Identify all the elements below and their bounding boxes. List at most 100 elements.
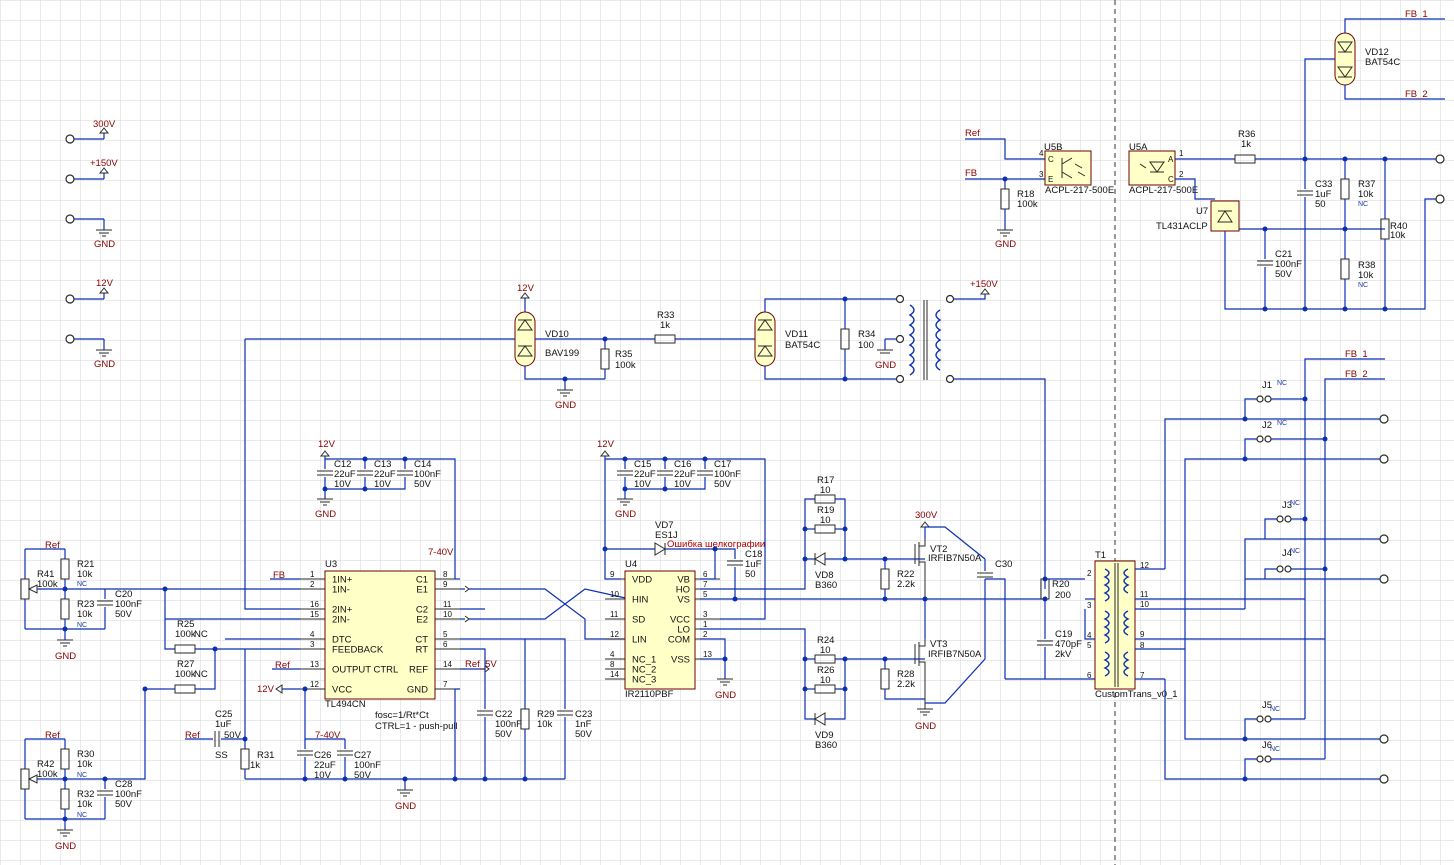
gnd-r41: GND	[55, 651, 76, 662]
c12-val: 22uF	[334, 469, 356, 480]
port-300v: 300V	[65, 119, 116, 144]
net-12v-u4: 12V	[597, 439, 615, 450]
vd8-part: B360	[815, 580, 837, 591]
vd10-part: BAV199	[545, 348, 579, 359]
r42-ref: R42	[37, 759, 54, 770]
label-12v: 12V	[96, 278, 114, 289]
t1-secondary-coils	[1123, 568, 1130, 677]
jumper-j4[interactable]: J4 NC	[1264, 548, 1325, 579]
jumper-j5[interactable]: J5 NC	[1244, 700, 1305, 739]
c18-val: 1uF	[745, 559, 762, 570]
u4-pin-name-hin: HIN	[632, 595, 649, 606]
net-fb2-top: FB_2	[1405, 89, 1428, 100]
u5b-pin4: 4	[1039, 149, 1044, 158]
t1-primary-coils	[1103, 568, 1110, 677]
u3-pin-num-13: 13	[310, 660, 319, 669]
c23-val: 1nF	[575, 719, 592, 730]
jumper-j1[interactable]: J1 NC	[1244, 380, 1305, 419]
r18-ref: R18	[1017, 189, 1034, 200]
u5b-ref: U5B	[1044, 142, 1062, 153]
r41-val: 100k	[37, 579, 58, 590]
r26-ref: R26	[817, 665, 834, 676]
u3-pin-name-rt: RT	[416, 645, 429, 656]
c26-v: 10V	[314, 770, 332, 781]
r23-ref: R23	[77, 599, 94, 610]
tl431-icon	[1217, 210, 1233, 223]
net-12v-u3: 12V	[318, 439, 336, 450]
u4-pin-name-nc-3: NC_3	[632, 675, 656, 686]
t1-pin11: 11	[1140, 590, 1149, 599]
u3-pin-name-e1: E1	[416, 585, 428, 596]
jumper-j2[interactable]: J2 NC	[1244, 420, 1325, 459]
jumper-j3[interactable]: J3 NC	[1264, 500, 1305, 539]
r30-val: 10k	[77, 759, 93, 770]
u3-pin-num-5: 5	[443, 630, 448, 639]
u4-pin-name-vdd: VDD	[632, 575, 652, 586]
gate-drive-low: R24 10 R26 10 VD9 B360 R28 2.2k	[802, 635, 925, 751]
label-150v: +150V	[90, 158, 118, 169]
vt3-part: IRFIB7N50A	[928, 649, 982, 660]
port-out-1	[1435, 154, 1445, 164]
c12-ref: C12	[334, 459, 351, 470]
net-12v-u3-vcc: 12V	[257, 684, 275, 695]
net-150v-transformer: +150V	[970, 279, 998, 290]
jumper-j6[interactable]: J6 NC	[1244, 740, 1325, 779]
r31-val: 1k	[250, 760, 260, 771]
u3-pin-num-15: 15	[310, 610, 319, 619]
u5a-pin1: 1	[1179, 149, 1184, 158]
u3-top-caps: 12V GND C12 22uF 10V C13 22uF 10V C14 10…	[315, 439, 456, 579]
r40-ref: R40	[1390, 221, 1407, 232]
j2-ref: J2	[1262, 420, 1272, 431]
r24-val: 10	[820, 645, 831, 656]
r25-nc: NC	[194, 629, 208, 640]
j5-nc: NC	[1270, 706, 1280, 713]
r18-val: 100k	[1017, 199, 1038, 210]
u4-body	[624, 570, 696, 690]
u4-pin-num-2: 2	[703, 630, 708, 639]
gnd-u4: GND	[715, 690, 736, 701]
u4-pin-name-vs: VS	[677, 595, 690, 606]
c23-ref: C23	[575, 709, 592, 720]
u5a-part: ACPL-217-500E	[1129, 185, 1198, 196]
u4-pin-num-7: 7	[703, 580, 708, 589]
u5a-ref: U5A	[1129, 142, 1148, 153]
t1-pin8: 8	[1140, 641, 1145, 650]
t1-pin2: 2	[1087, 569, 1092, 578]
c30-ref: C30	[995, 559, 1012, 570]
vd10-ref: VD10	[545, 329, 569, 340]
c13-val: 22uF	[374, 469, 396, 480]
r42-divider: Ref R42 100k R30 10k NC R32 10k NC C28 1…	[20, 686, 148, 852]
u5b-c: C	[1048, 155, 1054, 164]
u5b-part: ACPL-217-500E	[1045, 185, 1114, 196]
c28-ref: C28	[115, 779, 132, 790]
port-150v: +150V	[65, 158, 118, 184]
c33-val: 1uF	[1315, 189, 1332, 200]
gnd-u3-bottom: GND	[395, 801, 416, 812]
c17-v: 50V	[714, 479, 732, 490]
c13-ref: C13	[374, 459, 391, 470]
c25-ref: C25	[215, 709, 232, 720]
r27-nc: NC	[194, 669, 208, 680]
u3-output-network: R29 10k C22 100nF 50V C23 1nF 50V Ref_5V	[454, 578, 631, 779]
r30-ref: R30	[77, 749, 94, 760]
u3-pin-num-8: 8	[443, 570, 448, 579]
u3-pin-name-2in-: 2IN+	[332, 605, 353, 616]
u5b-pin3: 3	[1039, 170, 1044, 179]
u5b-optocoupler: Ref FB GND R18 100k U5B 4 3 C E ACPL-217…	[965, 128, 1114, 250]
u3-pin-num-1: 1	[310, 570, 315, 579]
net-12v-vd10: 12V	[517, 283, 535, 294]
j3-ref: J3	[1282, 500, 1292, 511]
u3-ref: U3	[325, 559, 337, 570]
j1-nc: NC	[1277, 380, 1287, 387]
t1-pin6: 6	[1087, 671, 1092, 680]
r24-ref: R24	[817, 635, 834, 646]
r21-ref: R21	[77, 559, 94, 570]
net-740v-c26: 7-40V	[315, 730, 341, 741]
net-ref-u5b: Ref	[965, 128, 980, 139]
vd11-part: BAT54C	[785, 340, 820, 351]
u3-pin-name-c2: C2	[416, 605, 428, 616]
u4-pin-num-14: 14	[610, 670, 619, 679]
